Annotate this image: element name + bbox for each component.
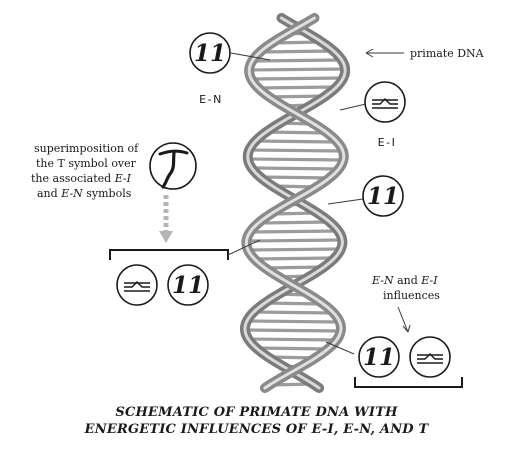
helix-base-pair [255,85,339,90]
t-symbol-glyph: T [0,0,1,1]
helix-base-pair [262,265,326,270]
en-symbol-top: 11 E-N [189,32,271,106]
combined-symbols-left: 11 [109,239,261,306]
helix-base-pair [258,220,332,225]
influences-arrow [397,306,411,333]
primate-dna-arrowhead [365,48,374,58]
helix-base-pair [249,76,345,81]
en-right-glyph: 11 [363,344,395,371]
en-top-leader [230,52,271,61]
superimposition-text-line4: and E-N symbols [37,187,132,200]
t-symbol-stem [161,151,176,189]
helix-base-pair [254,346,331,351]
helix-base-pair [245,238,344,243]
helix-base-pair [250,166,342,171]
combined-symbols-right: 11 [325,336,463,388]
helix-base-pair [258,175,333,180]
superimposition-arrow [159,195,173,243]
right-group-leader [325,341,355,355]
primate-dna-label: primate DNA [410,47,485,60]
helix-base-pair [246,157,346,162]
caption-line1: SCHEMATIC OF PRIMATE DNA WITH [115,405,398,420]
right-bracket [354,377,463,388]
helix-base-pair [247,148,345,153]
ei-left-ring [116,264,158,306]
helix-base-pair [246,337,339,342]
en-right-ring [358,336,400,378]
dna-double-helix [240,13,351,393]
influences-text-line2: influences [383,289,440,302]
ei-right-lower-wave-icon [417,353,443,364]
t-symbol: T [0,0,197,190]
helix-base-pair [259,49,336,54]
influences-text-line1: E-N and E-I [371,274,438,287]
caption-line2: ENERGETIC INFLUENCES OF E-I, E-N, AND T [84,422,429,437]
primate-dna-callout: primate DNA [365,47,485,60]
helix-strand-a-highlight [243,16,347,390]
ei-right-ring [364,81,406,123]
ei-code-label: E-I [378,136,397,149]
t-symbol-bar [158,149,189,156]
helix-base-pair [254,139,338,144]
helix-base-pair [243,328,343,333]
ei-left-wave-icon [124,281,150,292]
ei-wave-icon [372,98,398,109]
helix-strand-b [241,13,349,393]
en-left-ring [167,264,209,306]
superimposition-text-line3: the associated E-I [31,172,132,185]
helix-base-pair [263,301,324,306]
helix-base-pair [252,310,335,315]
en-top-glyph: 11 [194,40,226,67]
en-left-glyph: 11 [172,272,204,299]
helix-strand-b-highlight [244,16,346,390]
dna-schematic-diagram: primate DNA 11 E-N E-I 11 superimpositio… [0,0,485,393]
en-code-label: E-N [199,93,223,106]
en-symbol-middle: 11 [327,175,404,217]
helix-base-pair [264,130,328,135]
en-middle-ring [362,175,404,217]
left-bracket [109,249,229,260]
en-middle-glyph: 11 [367,183,399,210]
helix-base-pair [246,247,343,252]
en-top-ring [189,32,231,74]
ei-right-lower-ring [409,336,451,378]
ei-symbol-right: E-I [339,81,406,149]
helix-base-pair [251,58,344,63]
helix-base-pair [245,319,341,324]
helix-base-pair [251,256,337,261]
superimposition-text-line2: the T symbol over [36,157,137,170]
superimposition-text-line1: superimposition of [34,142,139,155]
helix-base-pair [249,229,340,234]
ei-right-leader [339,103,367,111]
helix-base-pair [247,67,347,72]
left-group-leader [227,239,261,256]
en-middle-leader [327,198,364,205]
